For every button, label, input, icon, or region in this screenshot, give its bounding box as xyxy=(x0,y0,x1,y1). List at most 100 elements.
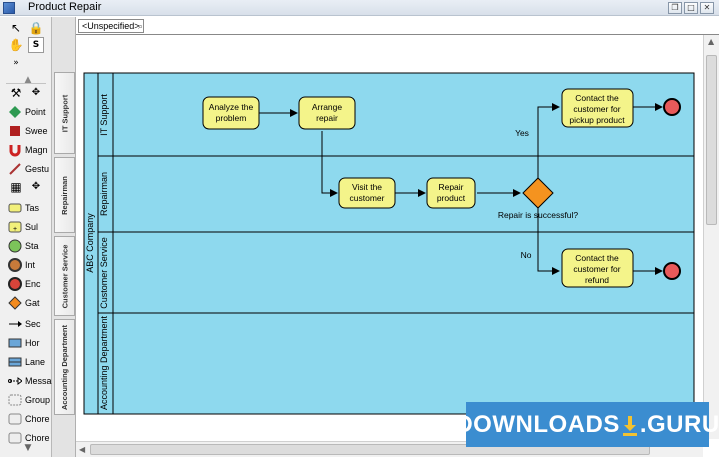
diagram-top-border xyxy=(76,34,719,35)
tab-accounting-department[interactable]: Accounting Department xyxy=(54,319,75,415)
downloads-guru-watermark: DOWNLOADS .GURU xyxy=(455,402,719,447)
select-arrow-icon[interactable]: ↖ xyxy=(10,21,22,35)
watermark-text-left: DOWNLOADS xyxy=(455,410,620,438)
tab-repairman[interactable]: Repairman xyxy=(54,157,75,233)
lane-icon xyxy=(8,355,22,369)
toolbar-item[interactable]: Gestu xyxy=(8,160,52,178)
lane-tabs: IT Support Repairman Customer Service Ac… xyxy=(52,17,76,457)
intermediate-event-icon xyxy=(8,258,22,272)
toolbar-item[interactable]: Sec xyxy=(8,315,52,333)
pointer-diamond-icon xyxy=(8,105,22,119)
task-contact-for-pickup[interactable]: Contact the customer for pickup product xyxy=(561,88,634,128)
task-text-line: customer xyxy=(350,193,385,203)
toolbar-item[interactable]: Gat xyxy=(8,294,52,312)
toolbar-item-label: Group xyxy=(25,395,51,405)
vertical-scroll-thumb[interactable] xyxy=(706,55,717,225)
toolbar-item[interactable]: Point xyxy=(8,103,52,121)
toolbar-item[interactable]: Sta xyxy=(8,237,52,255)
window-title: Product Repair xyxy=(28,1,102,13)
end-event-icon xyxy=(8,277,22,291)
gateway-icon xyxy=(8,296,22,310)
tools-icon[interactable]: ⚒ xyxy=(10,86,22,100)
toolbar-item[interactable]: Group xyxy=(8,391,52,409)
title-bar: Product Repair ❐ □ ✕ xyxy=(0,0,719,16)
task-contact-for-refund[interactable]: Contact the customer for refund xyxy=(561,248,634,288)
toolbar-item[interactable]: Hor xyxy=(8,334,52,352)
diagram-canvas[interactable]: <Unspecified> ⌕ ABC Company IT Support R… xyxy=(76,17,719,457)
task-analyze-the-problem[interactable]: Analyze the problem xyxy=(202,96,260,130)
pan-hand-icon[interactable]: ✋ xyxy=(8,38,24,52)
magnet-icon xyxy=(8,143,22,157)
scroll-down-arrow-icon[interactable]: ▼ xyxy=(24,443,32,453)
toolbar-item-label: Int xyxy=(25,260,36,270)
sequence-flow-icon xyxy=(8,317,22,331)
scroll-left-icon[interactable]: ◀ xyxy=(79,445,86,454)
gesture-pen-icon xyxy=(8,162,22,176)
toolbar-item-label: Magn xyxy=(25,145,48,155)
task-text-line: repair xyxy=(316,113,338,123)
lock-icon[interactable]: 🔒 xyxy=(28,21,44,35)
task-text-line: customer for xyxy=(573,104,620,114)
model-icon[interactable]: ▦ xyxy=(10,180,22,194)
toolbar-item[interactable]: +Sul xyxy=(8,218,52,236)
breadcrumb[interactable]: <Unspecified> xyxy=(78,19,144,33)
toolbar-item-label: Sta xyxy=(25,241,39,251)
toolbar-item-label: Tas xyxy=(25,203,40,213)
toolbar-item-label: Messa xyxy=(25,376,52,386)
scroll-up-arrow-icon[interactable]: ▲ xyxy=(24,75,32,85)
start-event-icon xyxy=(8,239,22,253)
toolbar-item-label: Enc xyxy=(25,279,41,289)
watermark-text-right: .GURU xyxy=(639,410,719,438)
gateway-label: Repair is successful? xyxy=(498,210,579,220)
download-arrow-icon xyxy=(622,415,638,436)
scroll-up-icon[interactable]: ▲ xyxy=(708,37,715,46)
close-button[interactable]: ✕ xyxy=(700,2,714,14)
tab-customer-service[interactable]: Customer Service xyxy=(54,236,75,316)
toolbar-item[interactable]: Chore xyxy=(8,429,52,447)
move-icon[interactable]: ✥ xyxy=(31,181,41,192)
horizontal-pool-icon xyxy=(8,336,22,350)
toolbar-item[interactable]: Magn xyxy=(8,141,52,159)
task-arrange-repair[interactable]: Arrange repair xyxy=(298,96,356,130)
pool-abc-company[interactable] xyxy=(83,72,695,415)
search-icon[interactable]: ⌕ xyxy=(138,22,144,32)
task-text-line: Contact the xyxy=(575,253,619,263)
task-text-line: customer for xyxy=(573,264,620,274)
choreography-icon xyxy=(8,431,22,445)
flow-gateway-yes[interactable] xyxy=(537,103,560,178)
pool-label: ABC Company xyxy=(85,213,95,273)
lane-label-accounting-department: Accounting Department xyxy=(99,315,109,410)
sticky-s-icon[interactable]: S xyxy=(28,37,44,53)
end-event-refund[interactable] xyxy=(663,262,681,280)
toolbar-item[interactable]: Messa xyxy=(8,372,52,390)
toolbar-item-label: Lane xyxy=(25,357,46,367)
flow-arrange-visit[interactable] xyxy=(321,131,338,197)
toolbar-item[interactable]: Enc xyxy=(8,275,52,293)
toolbar-item-label: Sec xyxy=(25,319,41,329)
task-visit-the-customer[interactable]: Visit the customer xyxy=(338,177,396,209)
tab-it-support[interactable]: IT Support xyxy=(54,72,75,154)
restore-button[interactable]: ❐ xyxy=(668,2,682,14)
task-repair-product[interactable]: Repair product xyxy=(426,177,476,209)
task-text-line: Arrange xyxy=(312,102,343,112)
task-text-line: Visit the xyxy=(352,182,382,192)
flow-gateway-no[interactable] xyxy=(537,208,560,275)
move-icon[interactable]: ✥ xyxy=(31,87,41,98)
toolbar-item[interactable]: Int xyxy=(8,256,52,274)
expand-chevron-icon[interactable]: » xyxy=(13,58,19,68)
task-text-line: problem xyxy=(216,113,247,123)
end-event-pickup[interactable] xyxy=(663,98,681,116)
horizontal-scroll-thumb[interactable] xyxy=(90,444,650,455)
toolbar-row-4: ▦ ✥ xyxy=(8,179,48,195)
vertical-scrollbar[interactable]: ▲ xyxy=(703,35,719,439)
gateway-repair-successful[interactable] xyxy=(522,177,554,209)
toolbar-item[interactable]: Swee xyxy=(8,122,52,140)
toolbar-item-label: Gat xyxy=(25,298,40,308)
toolbar-row-3: ⚒ ✥ xyxy=(8,85,48,101)
toolbar-item[interactable]: Lane xyxy=(8,353,52,371)
toolbar-item[interactable]: Chore xyxy=(8,410,52,428)
toolbar-item[interactable]: Tas xyxy=(8,199,52,217)
task-text-line: pickup product xyxy=(569,115,625,125)
maximize-button[interactable]: □ xyxy=(684,2,698,14)
